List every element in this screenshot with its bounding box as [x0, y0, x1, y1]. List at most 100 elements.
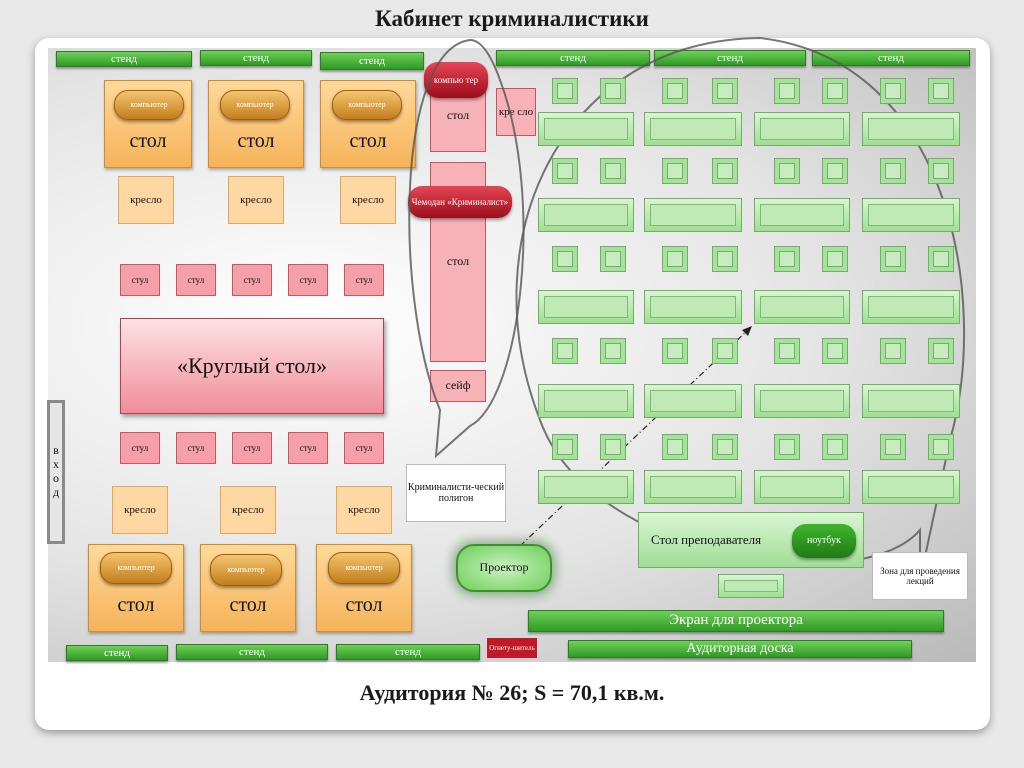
stend: стенд [496, 50, 650, 66]
student-seat [712, 246, 738, 272]
student-seat [662, 158, 688, 184]
stend: стенд [812, 50, 970, 66]
computer: компьютер [210, 554, 282, 586]
student-seat [662, 434, 688, 460]
student-desk [754, 198, 850, 232]
room-caption: Аудитория № 26; S = 70,1 кв.м. [359, 680, 665, 705]
student-seat [552, 338, 578, 364]
student-seat [552, 78, 578, 104]
student-seat [880, 78, 906, 104]
student-seat [880, 434, 906, 460]
stend: стенд [176, 644, 328, 660]
student-desk [862, 290, 960, 324]
student-seat [600, 434, 626, 460]
student-seat [928, 158, 954, 184]
student-desk [644, 470, 742, 504]
student-seat [662, 246, 688, 272]
stend: стенд [336, 644, 480, 660]
student-desk [862, 384, 960, 418]
chair: стул [120, 264, 160, 296]
entrance: в х о д [47, 400, 65, 544]
chair: стул [344, 264, 384, 296]
student-desk [538, 384, 634, 418]
round-table: «Круглый стол» [120, 318, 384, 414]
student-seat [880, 246, 906, 272]
computer: компьютер [220, 90, 290, 120]
lecture-zone: Зона для проведения лекций [872, 552, 968, 600]
student-desk [538, 290, 634, 324]
student-desk [862, 470, 960, 504]
student-seat [822, 78, 848, 104]
teacher-chair [718, 574, 784, 598]
armchair: кресло [340, 176, 396, 224]
computer: компьютер [114, 90, 184, 120]
safe: сейф [430, 370, 486, 402]
teacher-table-label: Стол преподавателя [651, 531, 762, 547]
student-seat [552, 246, 578, 272]
chair: стул [176, 264, 216, 296]
chair: стул [344, 432, 384, 464]
student-desk [644, 384, 742, 418]
student-seat [662, 78, 688, 104]
student-desk [644, 112, 742, 146]
stend: стенд [56, 51, 192, 67]
student-seat [552, 158, 578, 184]
student-seat [928, 434, 954, 460]
student-desk [538, 470, 634, 504]
student-seat [774, 246, 800, 272]
student-desk [754, 470, 850, 504]
student-desk [538, 112, 634, 146]
student-seat [880, 338, 906, 364]
chair: стул [176, 432, 216, 464]
armchair: кресло [220, 486, 276, 534]
student-seat [928, 78, 954, 104]
student-desk [644, 290, 742, 324]
stend: стенд [320, 52, 424, 70]
student-seat [712, 434, 738, 460]
student-seat [928, 246, 954, 272]
student-desk [862, 112, 960, 146]
armchair: кресло [112, 486, 168, 534]
student-seat [552, 434, 578, 460]
chair: стул [288, 264, 328, 296]
computer: компьютер [328, 552, 400, 584]
student-seat [928, 338, 954, 364]
chair: стул [232, 264, 272, 296]
student-seat [712, 158, 738, 184]
chair: стул [120, 432, 160, 464]
stend: стенд [200, 50, 312, 66]
student-seat [600, 158, 626, 184]
classroom-board: Аудиторная доска [568, 640, 912, 658]
student-desk [538, 198, 634, 232]
student-desk [754, 290, 850, 324]
student-seat [822, 158, 848, 184]
student-seat [774, 158, 800, 184]
page-title: Кабинет криминалистики [375, 6, 649, 31]
stend: стенд [654, 50, 806, 66]
student-seat [600, 78, 626, 104]
fire-extinguisher: Огнету-шитель [487, 638, 537, 658]
laptop: ноутбук [792, 524, 856, 558]
chair: стул [288, 432, 328, 464]
projector-screen: Экран для проектора [528, 610, 944, 632]
armchair: кресло [118, 176, 174, 224]
student-desk [754, 384, 850, 418]
student-seat [662, 338, 688, 364]
student-seat [712, 78, 738, 104]
stend: стенд [66, 645, 168, 661]
student-desk [644, 198, 742, 232]
chair: стул [232, 432, 272, 464]
student-seat [822, 246, 848, 272]
armchair-red: кре сло [496, 88, 536, 136]
student-seat [880, 158, 906, 184]
teacher-table: Стол преподавателя [638, 512, 864, 568]
student-seat [774, 338, 800, 364]
student-seat [600, 246, 626, 272]
student-seat [712, 338, 738, 364]
armchair: кресло [228, 176, 284, 224]
student-seat [822, 434, 848, 460]
student-seat [774, 78, 800, 104]
student-desk [862, 198, 960, 232]
student-seat [600, 338, 626, 364]
suitcase-pill: Чемодан «Криминалист» [408, 186, 512, 218]
